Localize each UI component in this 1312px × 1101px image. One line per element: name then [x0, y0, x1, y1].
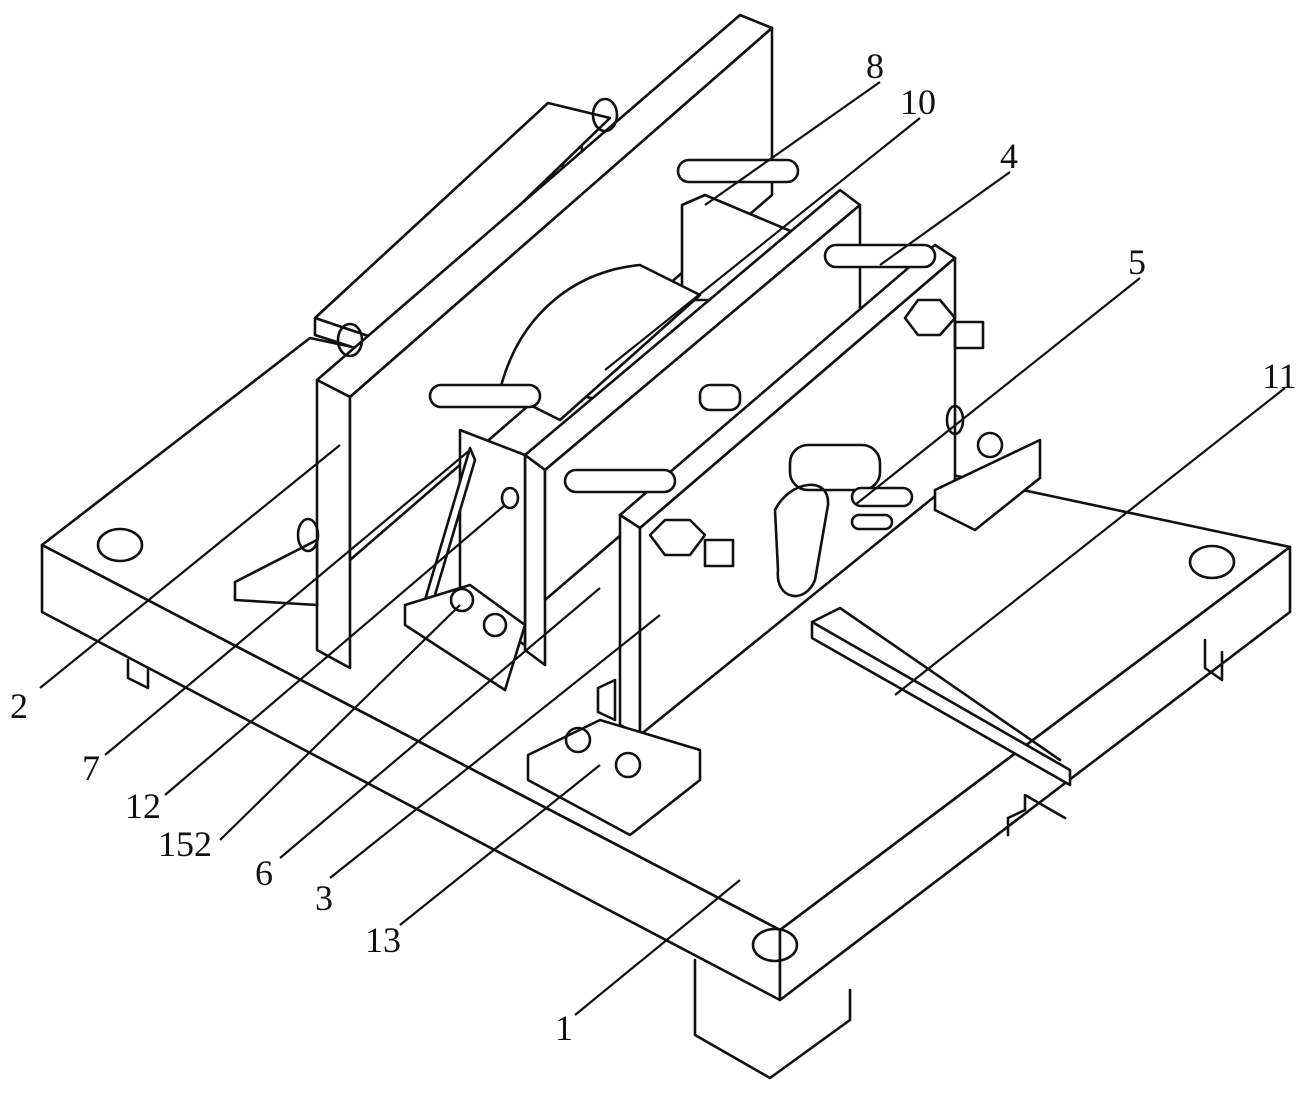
- label-4: 4: [1000, 136, 1018, 176]
- label-11: 11: [1262, 356, 1297, 396]
- label-152: 152: [158, 824, 212, 864]
- label-1: 1: [555, 1008, 573, 1048]
- label-10: 10: [900, 82, 936, 122]
- label-6: 6: [255, 853, 273, 893]
- label-12: 12: [125, 786, 161, 826]
- label-5: 5: [1128, 242, 1146, 282]
- label-8: 8: [866, 46, 884, 86]
- label-13: 13: [365, 920, 401, 960]
- label-3: 3: [315, 878, 333, 918]
- label-2: 2: [10, 686, 28, 726]
- label-7: 7: [82, 748, 100, 788]
